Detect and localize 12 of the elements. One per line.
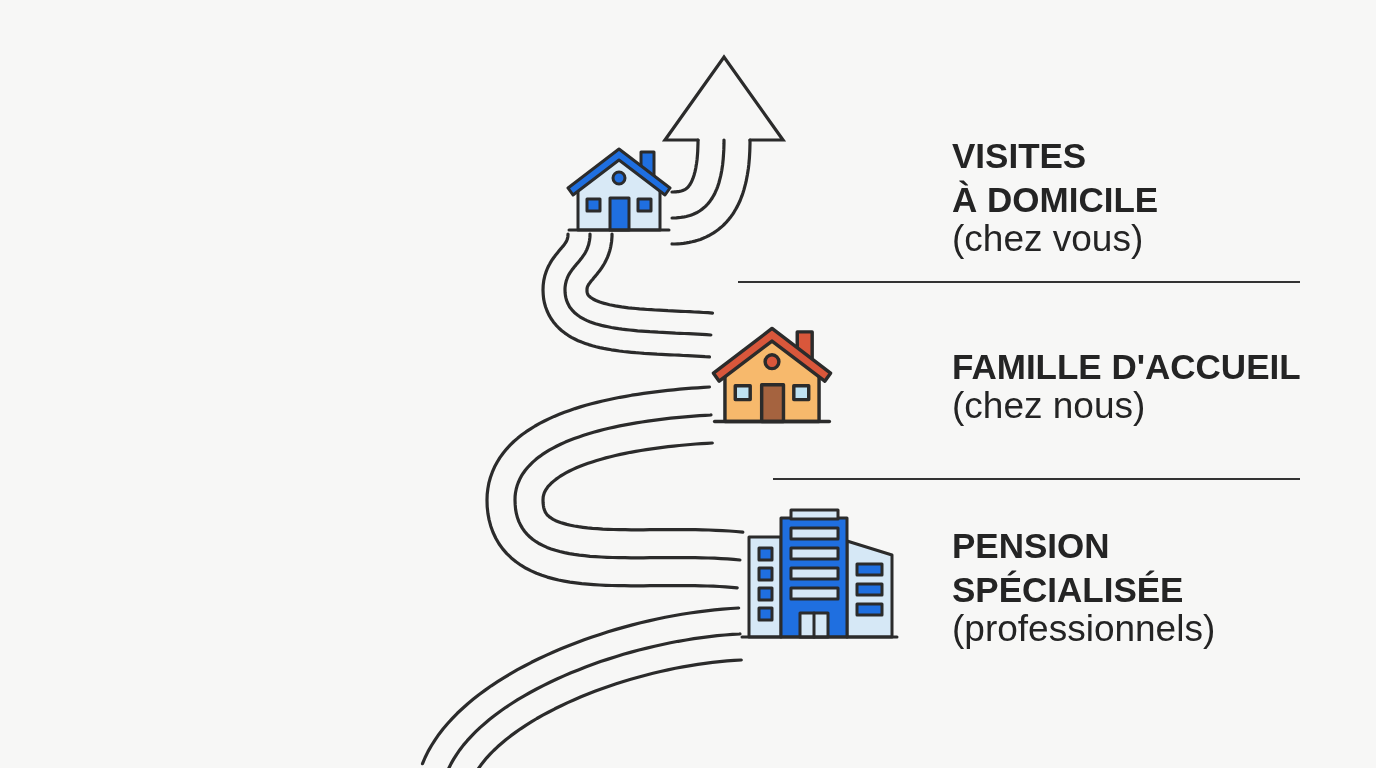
winding-road (420, 606, 743, 768)
stage-subtitle: (professionnels) (952, 608, 1216, 650)
winding-road (541, 232, 715, 359)
stage-title: PENSION SPÉCIALISÉE (952, 525, 1184, 611)
winding-road (485, 385, 745, 590)
building-icon (740, 508, 900, 639)
stage-subtitle: (chez vous) (952, 218, 1144, 260)
house-icon (566, 146, 672, 234)
house-icon (711, 325, 833, 426)
stage-title: FAMILLE D'ACCUEIL (952, 346, 1301, 388)
stage-title: VISITES À DOMICILE (952, 135, 1159, 221)
stage-subtitle: (chez nous) (952, 385, 1146, 427)
